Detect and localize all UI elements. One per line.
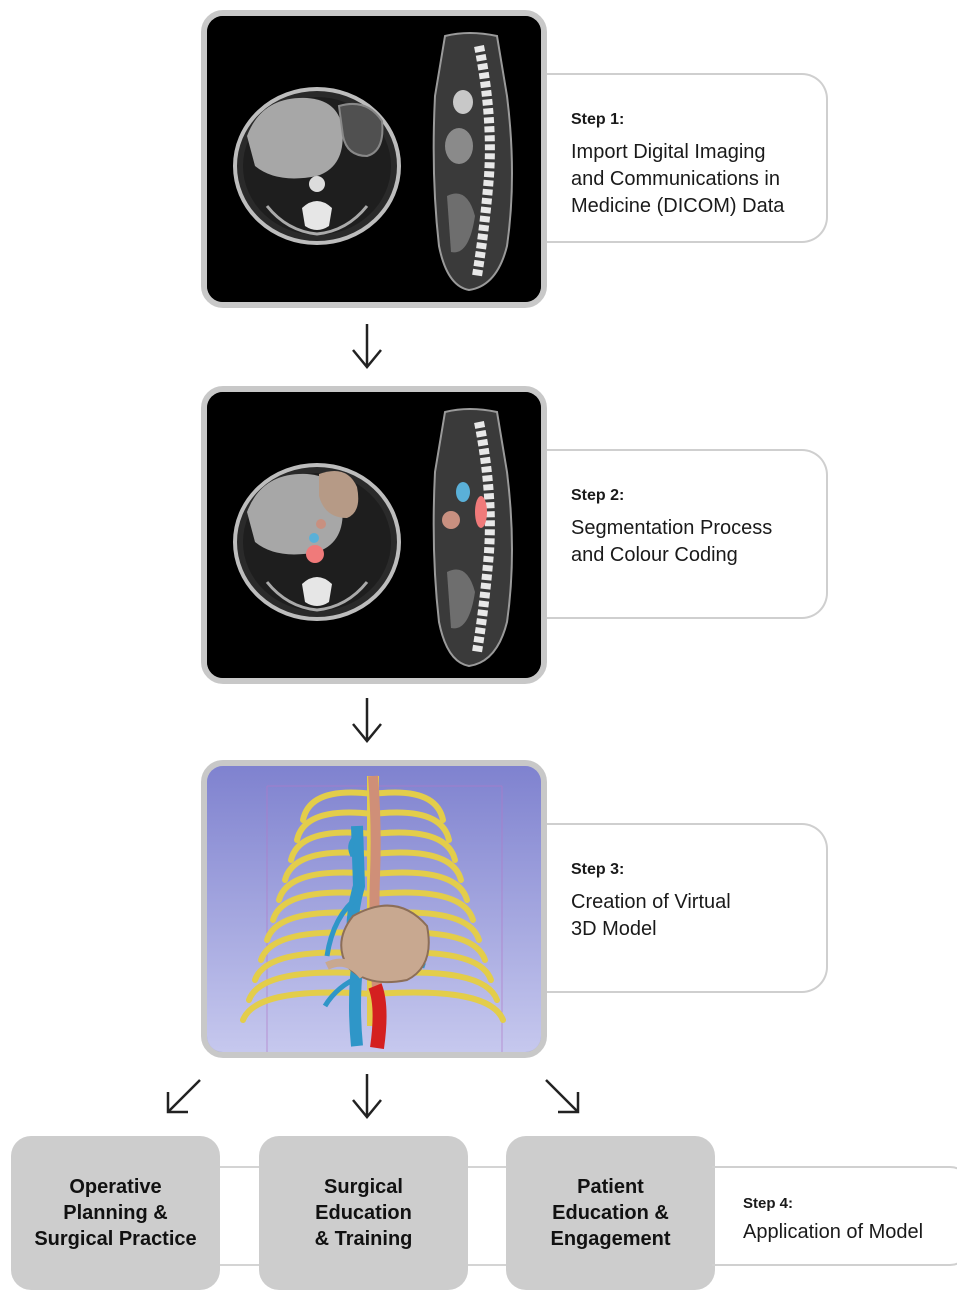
step2-callout: Step 2: Segmentation Process and Colour … bbox=[520, 449, 828, 619]
application-surgical-education: Surgical Education & Training bbox=[259, 1136, 468, 1290]
step4-description: Application of Model bbox=[743, 1219, 923, 1246]
step1-label: Step 1: bbox=[571, 111, 816, 129]
axial-slice bbox=[235, 89, 399, 243]
connector-line bbox=[218, 1166, 262, 1168]
application-patient-education: Patient Education & Engagement bbox=[506, 1136, 715, 1290]
step1-callout: Step 1: Import Digital Imaging and Commu… bbox=[520, 73, 828, 243]
arrow-down-left-icon bbox=[160, 1074, 206, 1120]
step4-callout: Step 4: Application of Model bbox=[712, 1166, 957, 1266]
step1-ct-image bbox=[201, 10, 547, 308]
step4-label: Step 4: bbox=[743, 1195, 923, 1212]
arrow-down-icon bbox=[350, 1072, 384, 1120]
connector-line bbox=[218, 1264, 262, 1266]
step2-label: Step 2: bbox=[571, 487, 816, 505]
application-label: Patient Education & Engagement bbox=[550, 1174, 670, 1252]
step2-description: Segmentation Process and Colour Coding bbox=[571, 515, 816, 569]
sagittal-slice bbox=[434, 33, 512, 290]
artery bbox=[375, 986, 380, 1048]
step3-3d-model-image bbox=[201, 760, 547, 1058]
connector-line bbox=[465, 1166, 509, 1168]
application-operative-planning: Operative Planning & Surgical Practice bbox=[11, 1136, 220, 1290]
step3-callout: Step 3: Creation of Virtual 3D Model bbox=[520, 823, 828, 993]
arrow-down-icon bbox=[350, 322, 384, 370]
step3-label: Step 3: bbox=[571, 861, 816, 879]
arrow-down-right-icon bbox=[540, 1074, 586, 1120]
step2-segmented-image bbox=[201, 386, 547, 684]
arrow-down-icon bbox=[350, 696, 384, 744]
application-label: Operative Planning & Surgical Practice bbox=[34, 1174, 196, 1252]
application-label: Surgical Education & Training bbox=[315, 1174, 413, 1252]
step3-description: Creation of Virtual 3D Model bbox=[571, 889, 816, 943]
connector-line bbox=[465, 1264, 509, 1266]
axial-slice-segmented bbox=[235, 465, 399, 619]
sagittal-slice-segmented bbox=[434, 409, 512, 666]
step1-description: Import Digital Imaging and Communication… bbox=[571, 139, 816, 220]
